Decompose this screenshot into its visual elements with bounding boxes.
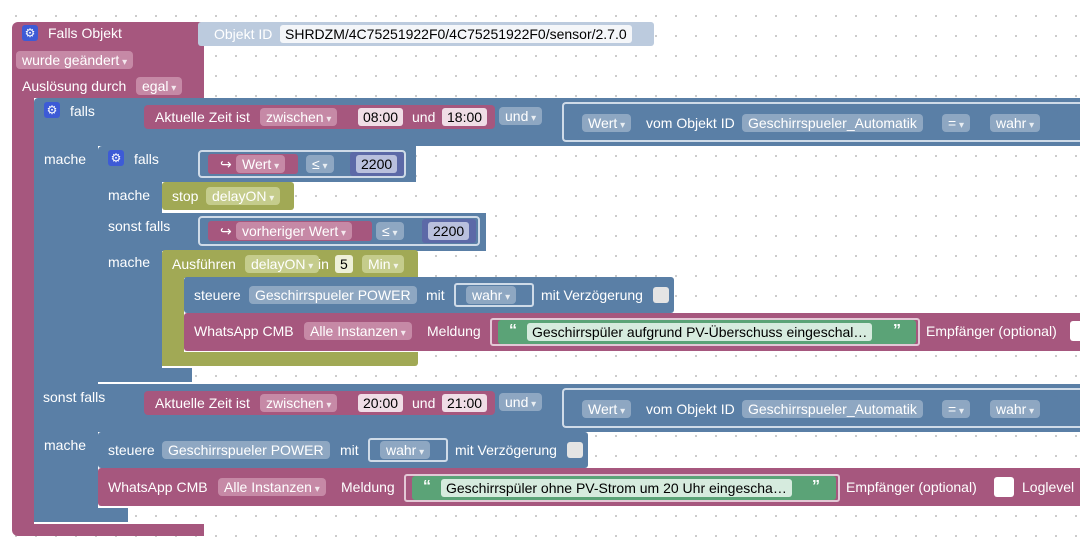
time-and-label: und xyxy=(412,109,436,125)
object-id-label: Objekt ID xyxy=(214,26,273,42)
time-mode-dropdown[interactable]: zwischen xyxy=(260,108,338,126)
whatsapp-label: WhatsApp CMB xyxy=(108,479,208,495)
recipient-slot[interactable] xyxy=(994,477,1014,497)
time-end-field[interactable]: 18:00 xyxy=(442,108,488,126)
whatsapp-recipient-label: Empfänger (optional) xyxy=(846,479,977,495)
nested-if-label: falls xyxy=(134,151,159,167)
compare-value-dropdown[interactable]: wahr xyxy=(990,400,1041,418)
logic-op-dropdown[interactable]: und xyxy=(499,107,543,125)
whatsapp-label: WhatsApp CMB xyxy=(194,323,294,339)
time-prefix: Aktuelle Zeit ist xyxy=(155,109,250,125)
stop-timer-dropdown[interactable]: delayON xyxy=(206,187,281,205)
trigger-block-footer xyxy=(12,524,204,536)
control-delay-label: mit Verzögerung xyxy=(541,287,643,303)
whatsapp-message-label: Meldung xyxy=(341,479,395,495)
whatsapp-instance-dropdown[interactable]: Alle Instanzen xyxy=(218,478,326,496)
gear-icon[interactable]: ⚙ xyxy=(44,102,60,118)
trigger-by-label: Auslösung durch xyxy=(22,78,127,94)
delay-checkbox[interactable] xyxy=(567,442,583,458)
control-delay-label: mit Verzögerung xyxy=(455,442,557,458)
elseif-label: sonst falls xyxy=(108,218,171,234)
message-text-field[interactable]: Geschirrspüler ohne PV-Strom um 20 Uhr e… xyxy=(441,479,792,497)
number-field[interactable]: 2200 xyxy=(356,155,398,173)
whatsapp-message-label: Meldung xyxy=(427,323,481,339)
loglevel-label: Loglevel xyxy=(1022,479,1075,495)
if-block-main-spine xyxy=(34,144,98,522)
run-timer-spine xyxy=(162,276,184,366)
compare-from-label: vom Objekt ID xyxy=(646,401,735,417)
delay-checkbox[interactable] xyxy=(653,287,669,303)
whatsapp-instance-dropdown[interactable]: Alle Instanzen xyxy=(304,322,412,340)
object-id-field[interactable]: SHRDZM/4C75251922F0/4C75251922F0/sensor/… xyxy=(280,25,632,43)
time-end-field[interactable]: 21:00 xyxy=(442,394,488,412)
trigger-title: Falls Objekt xyxy=(48,25,122,41)
control-label: steuere xyxy=(194,287,241,303)
do-label: mache xyxy=(44,437,87,453)
do-label: mache xyxy=(44,151,87,167)
gear-icon[interactable]: ⚙ xyxy=(108,150,124,166)
do-label: mache xyxy=(108,254,151,270)
control-with-label: mit xyxy=(340,442,359,458)
recipient-slot[interactable] xyxy=(1070,321,1080,341)
if-block-nested-footer xyxy=(98,368,192,382)
variable-dropdown[interactable]: Wert xyxy=(236,155,286,173)
control-object-field[interactable]: Geschirrspueler POWER xyxy=(249,286,417,304)
if-label: falls xyxy=(70,103,95,119)
trigger-by-dropdown[interactable]: egal xyxy=(136,77,183,95)
arrow-icon: ↪ xyxy=(220,223,232,239)
run-timer-footer xyxy=(162,352,418,366)
compare-value-dropdown[interactable]: wahr xyxy=(990,114,1041,132)
control-object-field[interactable]: Geschirrspueler POWER xyxy=(162,441,330,459)
time-start-field[interactable]: 08:00 xyxy=(358,108,404,126)
control-value-dropdown[interactable]: wahr xyxy=(466,286,517,304)
time-and-label: und xyxy=(412,395,436,411)
control-value-dropdown[interactable]: wahr xyxy=(380,441,431,459)
compare-object-field[interactable]: Geschirrspueler_Automatik xyxy=(742,400,923,418)
time-prefix: Aktuelle Zeit ist xyxy=(155,395,250,411)
number-field[interactable]: 2200 xyxy=(428,222,470,240)
logic-op-dropdown[interactable]: und xyxy=(499,393,543,411)
time-mode-dropdown[interactable]: zwischen xyxy=(260,394,338,412)
if-block-main-footer xyxy=(34,508,128,522)
quote-open-icon: “ xyxy=(509,322,517,339)
compare-op-dropdown[interactable]: = xyxy=(942,400,970,418)
run-timer-dropdown[interactable]: delayON xyxy=(245,255,320,273)
compare-from-label: vom Objekt ID xyxy=(646,115,735,131)
variable-dropdown[interactable]: vorheriger Wert xyxy=(236,222,353,240)
compare-op-dropdown[interactable]: = xyxy=(942,114,970,132)
message-text-field[interactable]: Geschirrspüler aufgrund PV-Überschuss ei… xyxy=(527,323,873,341)
compare-object-field[interactable]: Geschirrspueler_Automatik xyxy=(742,114,923,132)
do-label: mache xyxy=(108,187,151,203)
control-label: steuere xyxy=(108,442,155,458)
value-slot xyxy=(368,438,448,462)
run-label: Ausführen xyxy=(172,256,236,272)
gear-icon[interactable]: ⚙ xyxy=(22,25,38,41)
stop-label: stop xyxy=(172,188,199,204)
value-slot xyxy=(454,283,534,307)
trigger-block-spine xyxy=(12,96,34,528)
compare-value-kind-dropdown[interactable]: Wert xyxy=(582,114,632,132)
quote-close-icon: ” xyxy=(812,478,820,495)
run-in-label: in xyxy=(318,256,329,272)
compare-value-kind-dropdown[interactable]: Wert xyxy=(582,400,632,418)
message-slot xyxy=(490,318,920,346)
control-with-label: mit xyxy=(426,287,445,303)
time-start-field[interactable]: 20:00 xyxy=(358,394,404,412)
arrow-icon: ↪ xyxy=(220,156,232,172)
elseif-label: sonst falls xyxy=(43,389,106,405)
trigger-condition-dropdown[interactable]: wurde geändert xyxy=(16,51,134,69)
message-slot xyxy=(404,474,840,502)
if-block-nested-spine xyxy=(98,180,162,382)
quote-close-icon: ” xyxy=(893,322,901,339)
whatsapp-recipient-label: Empfänger (optional) xyxy=(926,323,1057,339)
run-unit-dropdown[interactable]: Min xyxy=(362,255,405,273)
compare-op-dropdown[interactable]: ≤ xyxy=(376,222,404,240)
quote-open-icon: “ xyxy=(423,478,431,495)
run-amount-field[interactable]: 5 xyxy=(335,255,353,273)
compare-op-dropdown[interactable]: ≤ xyxy=(306,155,334,173)
